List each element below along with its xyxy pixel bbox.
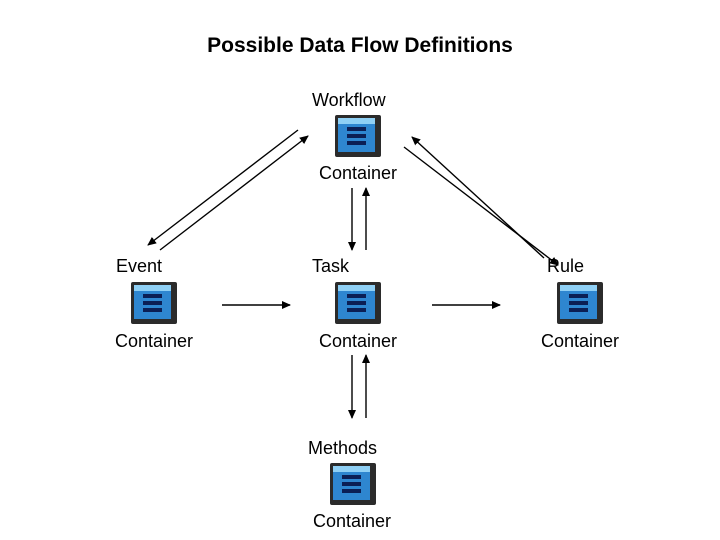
node-methods-type: Container [313, 511, 392, 531]
node-event-name: Event [116, 256, 163, 276]
node-methods-name: Methods [308, 438, 378, 458]
node-workflow-name: Workflow [312, 90, 386, 110]
node-rule-name: Rule [547, 256, 585, 276]
container-icon [334, 114, 382, 158]
node-task-name: Task [312, 256, 350, 276]
node-event-type: Container [115, 331, 194, 351]
arrow-workflow-to-rule [403, 146, 559, 266]
arrow-rule-to-workflow [411, 136, 545, 259]
node-workflow-type: Container [319, 163, 398, 183]
node-task-type: Container [319, 331, 398, 351]
container-icon [329, 462, 377, 506]
container-icon [556, 281, 604, 325]
arrow-event-to-workflow [159, 135, 309, 251]
diagram-title: Possible Data Flow Definitions [207, 34, 513, 57]
node-rule-type: Container [541, 331, 620, 351]
container-icon [334, 281, 382, 325]
arrow-workflow-to-event [147, 129, 299, 246]
container-icon [130, 281, 178, 325]
